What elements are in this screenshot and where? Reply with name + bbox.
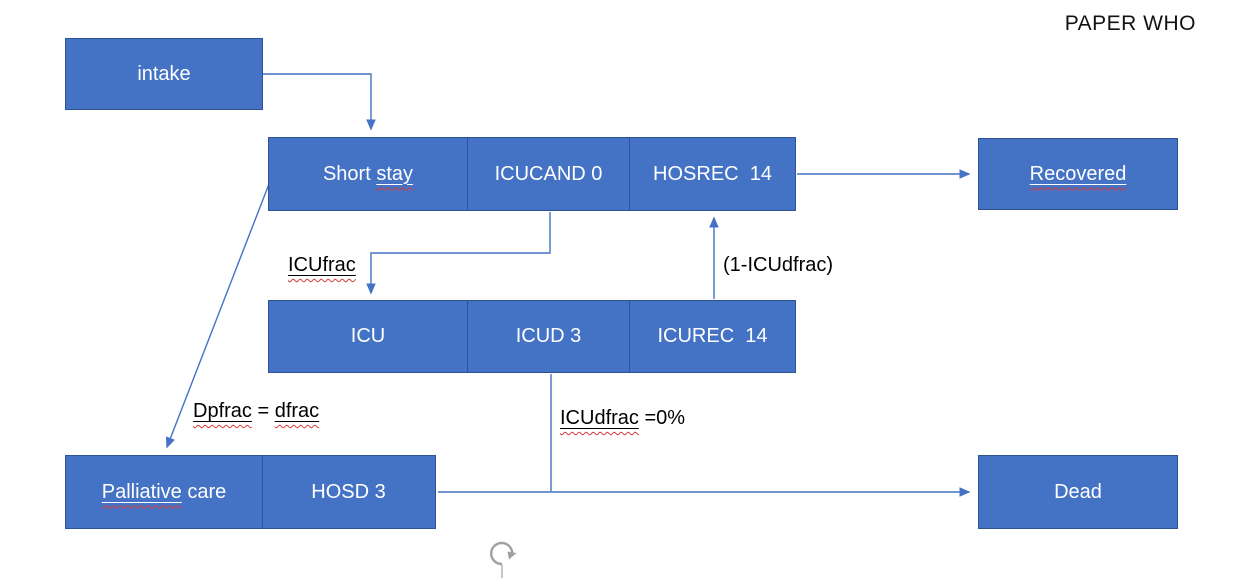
box-recovered-label: Recovered [1029,162,1127,185]
label-dpfrac[interactable]: Dpfrac = dfrac [193,400,320,422]
box-dead-label: Dead [1054,480,1102,503]
box-icud[interactable]: ICUD 3 [466,300,631,373]
label-icufrac[interactable]: ICUfrac [288,254,356,276]
box-recovered[interactable]: Recovered [978,138,1178,210]
rotate-handle-icon[interactable] [485,537,523,578]
box-short-stay-label: Short stay [322,162,414,185]
box-palliative-care-label: Palliative care [101,480,227,503]
label-one-minus-icudfrac[interactable]: (1-ICUdfrac) [723,254,834,276]
box-hosrec-label: HOSREC 14 [653,162,772,185]
box-icu-label: ICU [350,325,386,347]
box-hosd[interactable]: HOSD 3 [261,455,436,529]
box-icucand-label: ICUCAND 0 [494,162,603,185]
box-icud-label: ICUD 3 [515,325,582,347]
box-icurec[interactable]: ICUREC 14 [629,300,796,373]
box-short-stay[interactable]: Short stay [268,137,468,211]
box-hosrec[interactable]: HOSREC 14 [629,137,796,211]
box-dead[interactable]: Dead [978,455,1178,529]
page-title: PAPER WHO [1064,12,1196,35]
box-icu[interactable]: ICU [268,300,468,373]
label-icudfrac-zero[interactable]: ICUdfrac =0% [560,407,686,429]
arrow-icucand-to-icu [366,212,551,295]
arrow-intake-to-shortstay [263,73,376,131]
box-intake[interactable]: intake [65,38,263,110]
box-icurec-label: ICUREC 14 [657,325,768,347]
box-hosd-label: HOSD 3 [311,480,386,503]
box-icucand[interactable]: ICUCAND 0 [466,137,631,211]
box-palliative-care[interactable]: Palliative care [65,455,263,529]
box-intake-label: intake [137,62,191,85]
